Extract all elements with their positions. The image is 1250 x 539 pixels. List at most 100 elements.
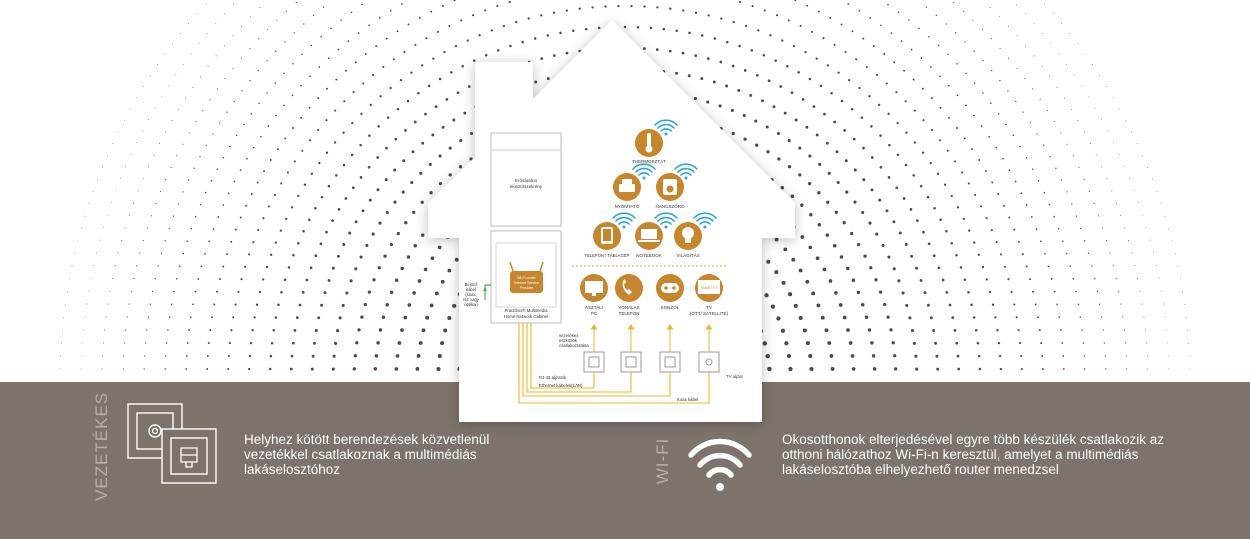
background-dot <box>459 139 463 143</box>
background-dot <box>290 206 294 209</box>
background-dot <box>1126 368 1128 370</box>
background-dot <box>947 53 949 56</box>
background-dot <box>381 315 386 320</box>
background-dot <box>206 33 208 34</box>
background-dot <box>332 354 336 358</box>
background-dot <box>946 149 949 152</box>
background-dot <box>267 205 270 208</box>
background-dot <box>1166 329 1167 331</box>
background-dot <box>915 266 919 270</box>
background-dot <box>229 145 231 148</box>
background-dot <box>784 341 789 346</box>
background-dot <box>1065 252 1068 255</box>
background-dot <box>171 120 173 121</box>
background-dot <box>1079 316 1082 318</box>
background-dot <box>400 328 404 332</box>
background-dot <box>815 133 819 137</box>
background-dot <box>1008 216 1011 219</box>
device-printer: NYOMTATÓ <box>613 163 656 209</box>
background-dot <box>912 174 915 177</box>
background-dot <box>930 97 933 100</box>
background-dot <box>862 178 866 182</box>
background-dot <box>1041 368 1044 370</box>
background-dot <box>967 290 970 294</box>
background-dot <box>310 172 314 175</box>
background-dot <box>186 240 188 242</box>
background-dot <box>374 354 379 358</box>
background-dot <box>1087 96 1089 98</box>
background-dot <box>168 227 170 230</box>
background-dot <box>331 219 334 222</box>
background-dot <box>469 157 473 161</box>
background-dot <box>283 72 285 74</box>
background-dot <box>800 203 804 207</box>
background-dot <box>211 316 213 319</box>
background-dot <box>253 316 256 319</box>
background-dot <box>230 329 233 332</box>
background-dot <box>829 16 832 19</box>
background-dot <box>232 316 235 319</box>
background-dot <box>185 97 187 99</box>
background-dot <box>190 53 192 55</box>
background-dot <box>385 210 389 215</box>
background-dot <box>1025 13 1026 15</box>
background-dot <box>1066 64 1067 65</box>
background-dot <box>331 266 335 270</box>
background-dot <box>812 105 816 108</box>
background-dot <box>295 316 299 319</box>
background-dot <box>133 202 134 204</box>
background-dot <box>1142 155 1143 156</box>
background-dot <box>279 229 282 232</box>
background-dot <box>955 341 959 345</box>
background-dot <box>359 255 363 259</box>
background-dot <box>353 354 357 358</box>
background-dot <box>361 209 365 213</box>
background-dot <box>887 255 891 259</box>
background-dot <box>726 40 729 44</box>
background-dot <box>847 78 851 82</box>
background-dot <box>534 80 538 84</box>
background-dot <box>712 80 716 84</box>
background-dot <box>217 216 220 218</box>
background-dot <box>274 316 278 319</box>
background-dot <box>260 135 262 138</box>
background-dot <box>1189 368 1191 370</box>
background-dot <box>774 237 779 242</box>
background-dot <box>1171 240 1173 242</box>
background-dot <box>1010 290 1013 293</box>
background-dot <box>829 353 834 358</box>
background-dot <box>765 125 769 129</box>
background-dot <box>1112 97 1114 98</box>
background-dot <box>764 293 769 298</box>
background-dot <box>1161 290 1162 292</box>
background-dot <box>788 366 793 372</box>
background-dot <box>1020 192 1023 195</box>
background-dot <box>1029 122 1031 124</box>
background-dot <box>850 354 855 358</box>
background-dot <box>170 167 172 169</box>
background-dot <box>1102 329 1104 331</box>
background-dot <box>198 43 200 44</box>
background-dot <box>376 188 380 192</box>
background-dot <box>893 354 897 358</box>
background-dot <box>1007 278 1010 281</box>
background-dot <box>168 85 170 87</box>
background-dot <box>904 163 908 167</box>
background-dot <box>309 266 313 270</box>
background-dot <box>199 203 202 206</box>
background-dot <box>1046 110 1048 112</box>
background-dot <box>995 241 998 244</box>
background-dot <box>766 150 770 154</box>
background-dot <box>292 62 294 65</box>
background-dot <box>150 215 152 217</box>
background-dot <box>770 304 776 309</box>
background-dot <box>88 290 89 292</box>
background-dot <box>878 103 881 107</box>
background-dot <box>999 47 1001 49</box>
background-dot <box>597 26 601 30</box>
background-dot <box>1016 3 1017 5</box>
background-dot <box>230 240 233 243</box>
background-dot <box>982 60 984 62</box>
background-dot <box>157 265 159 267</box>
